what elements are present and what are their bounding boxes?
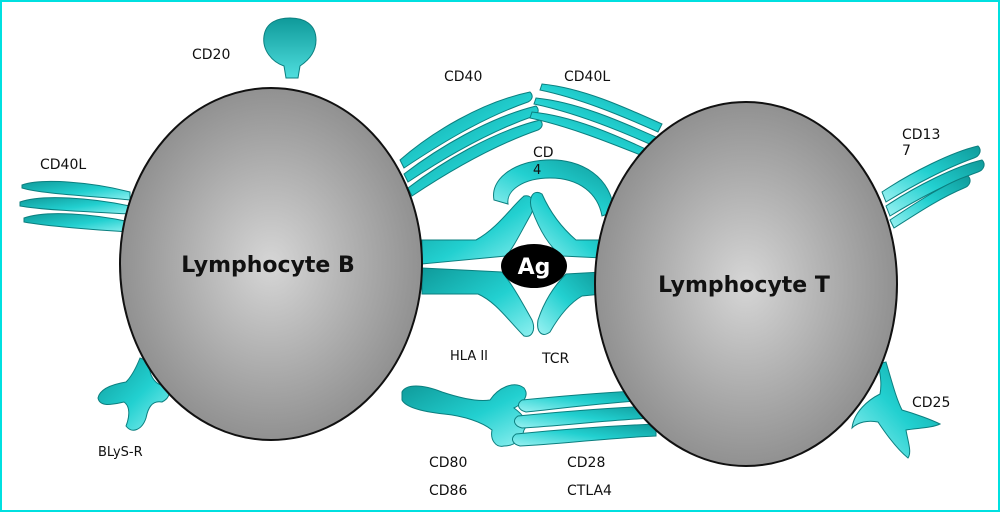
hla-ii-label: HLA II	[450, 349, 489, 364]
antigen-label: Ag	[518, 255, 551, 280]
lymphocyte-t-cell: Lymphocyte T	[594, 101, 898, 467]
lymphocyte-b-cell: Lymphocyte B	[119, 87, 423, 441]
cd28-label: CD28	[567, 455, 606, 471]
cd40l-left-receptor	[19, 180, 131, 233]
cd4-label-line2: 4	[533, 163, 542, 178]
cd40-label: CD40	[444, 69, 483, 85]
cd137-label-line1: CD13	[902, 127, 941, 143]
lymphocyte-b-label: Lymphocyte B	[181, 253, 355, 278]
cd86-label: CD86	[429, 483, 468, 499]
antigen: Ag	[501, 244, 567, 288]
cd137-label-line2: 7	[902, 143, 911, 159]
cd25-receptor	[851, 361, 942, 459]
blys-r-label: BLyS-R	[98, 445, 143, 460]
cd40l-left-label: CD40L	[40, 157, 87, 173]
cd40l-top-label: CD40L	[564, 69, 611, 85]
lymphocyte-t-label: Lymphocyte T	[658, 273, 830, 298]
cd4-label-line1: CD	[533, 145, 554, 161]
cd20-receptor	[263, 17, 317, 79]
cd80-cd86-molecule	[401, 384, 527, 447]
cd20-label: CD20	[192, 47, 231, 63]
cd137-receptor	[881, 145, 985, 229]
cd40-receptor	[399, 91, 543, 197]
tcr-receptor	[529, 192, 603, 335]
cd4-receptor	[493, 159, 615, 217]
cd25-label: CD25	[912, 395, 951, 411]
cd80-label: CD80	[429, 455, 468, 471]
ctla4-label: CTLA4	[567, 483, 612, 499]
cd28-ctla4-receptor	[512, 389, 657, 447]
tcr-label: TCR	[542, 351, 570, 367]
cd40l-top-receptor	[529, 83, 663, 159]
